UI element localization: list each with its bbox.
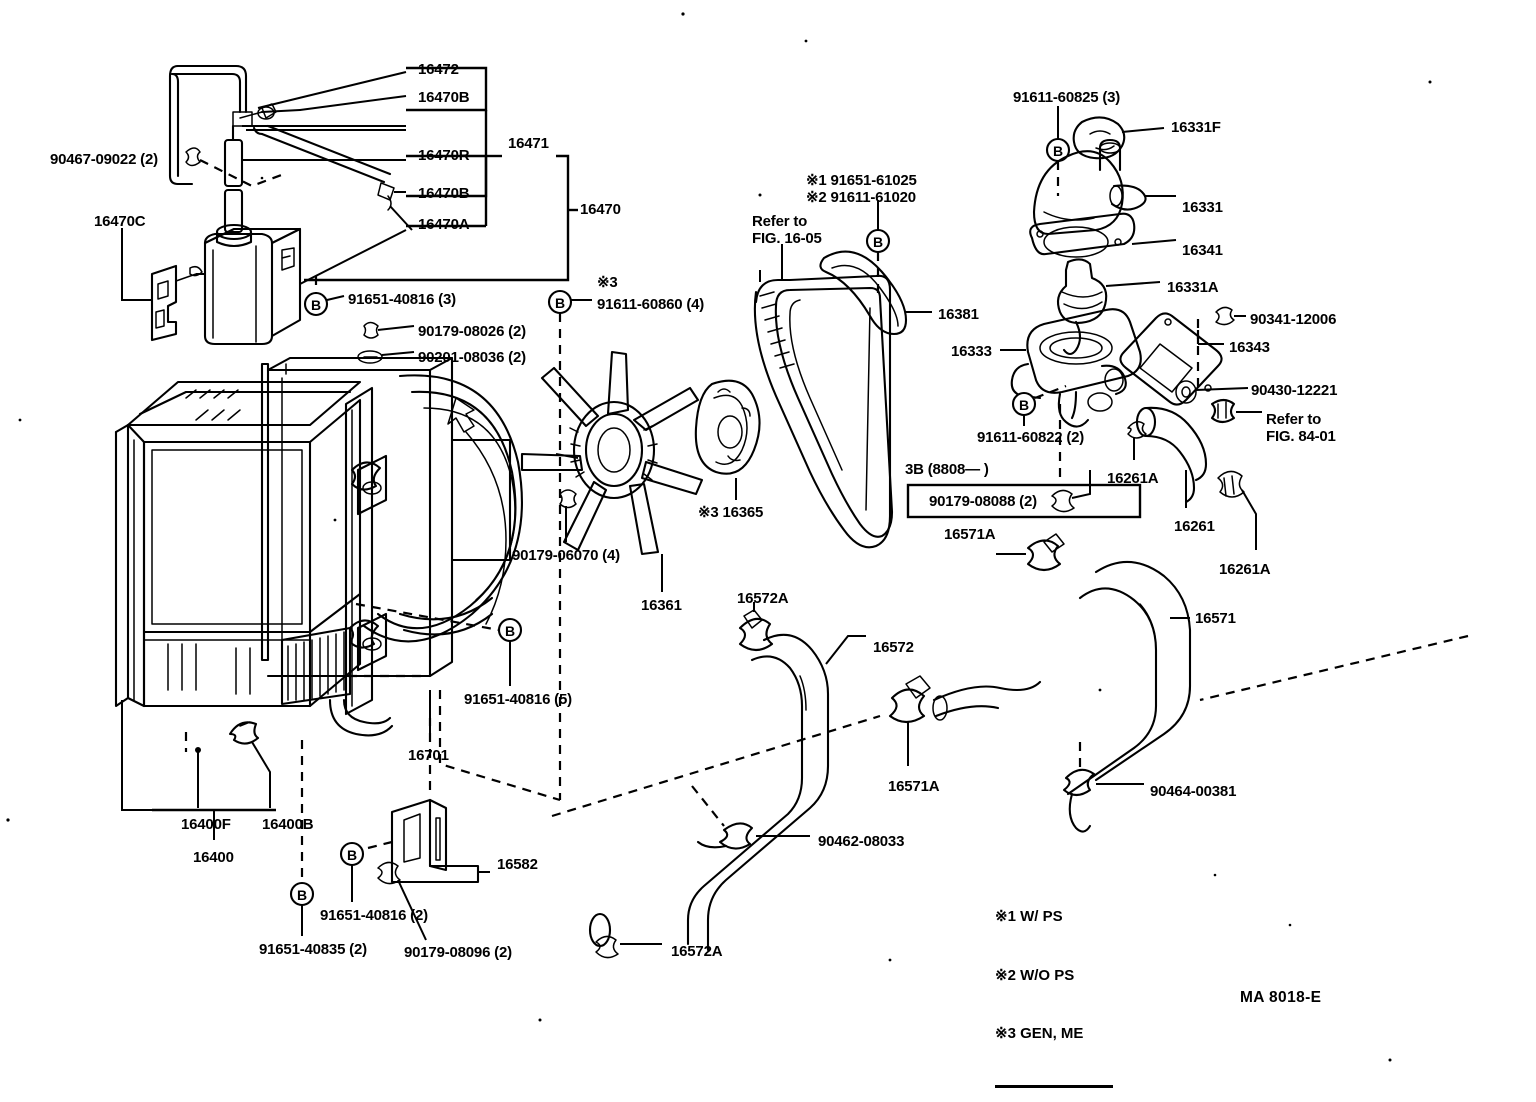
part-label-16572a-lower: 16572A (671, 943, 723, 960)
part-label-16343: 16343 (1229, 339, 1270, 356)
part-label-91651-40835: 91651-40835 (2) (259, 941, 367, 958)
figure-ref-16-05[interactable]: Refer to FIG. 16-05 (752, 213, 822, 247)
note-marker-3-fan: ※3 (597, 274, 618, 291)
svg-text:B: B (1019, 397, 1029, 413)
part-label-16261a-upper: 16261A (1107, 470, 1159, 487)
part-label-90179-08096: 90179-08096 (2) (404, 944, 512, 961)
part-label-16582: 16582 (497, 856, 538, 873)
part-label-16471: 16471 (508, 135, 549, 152)
svg-text:B: B (347, 847, 357, 863)
part-label-16400b: 16400B (262, 816, 314, 833)
part-label-16470b-upper: 16470B (418, 89, 470, 106)
part-label-90179-06070: 90179-06070 (4) (512, 547, 620, 564)
part-label-16470a: 16470A (418, 216, 470, 233)
part-label-91611-60822: 91611-60822 (2) (977, 429, 1085, 446)
part-label-16400f: 16400F (181, 816, 231, 833)
part-label-90462-08033: 90462-08033 (818, 833, 905, 850)
legend-line-3: ※3 GEN, ME (995, 1025, 1084, 1042)
part-label-90341-12006: 90341-12006 (1250, 311, 1337, 328)
part-label-16331a: 16331A (1167, 279, 1219, 296)
part-label-16400: 16400 (193, 849, 234, 866)
legend-line-2: ※2 W/O PS (995, 966, 1075, 984)
part-label-16365: ※3 16365 (698, 504, 764, 521)
part-label-16470c: 16470C (94, 213, 146, 230)
part-label-16470: 16470 (580, 201, 621, 218)
svg-text:B: B (311, 297, 321, 313)
part-label-91611-60825: 91611-60825 (3) (1013, 89, 1121, 106)
part-label-16333: 16333 (951, 343, 992, 360)
part-label-16331f: 16331F (1171, 119, 1221, 136)
part-label-91611-60860: 91611-60860 (4) (597, 296, 705, 313)
svg-text:B: B (1053, 143, 1063, 159)
part-label-16572: 16572 (873, 639, 914, 656)
part-label-16701: 16701 (408, 747, 449, 764)
boxed-note-part: 90179-08088 (2) (929, 493, 1037, 510)
part-label-91651-40816-3: 91651-40816 (3) (348, 291, 456, 308)
svg-text:B: B (505, 623, 515, 639)
legend-underline (995, 1084, 1113, 1088)
part-label-16470r: 16470R (418, 147, 470, 164)
svg-text:B: B (873, 234, 883, 250)
part-label-90179-08026: 90179-08026 (2) (418, 323, 526, 340)
part-label-90201-08036: 90201-08036 (2) (418, 349, 526, 366)
part-label-91651-40816-5: 91651-40816 (5) (464, 691, 572, 708)
part-label-16571a-lower: 16571A (888, 778, 940, 795)
part-label-16381: 16381 (938, 306, 979, 323)
legend-block: ※1 W/ PS ※2 W/O PS ※3 GEN, ME (995, 868, 1113, 1102)
part-label-16572a-upper: 16572A (737, 590, 789, 607)
svg-text:B: B (297, 887, 307, 903)
sheet-code: MA 8018-E (1240, 989, 1322, 1006)
figure-ref-84-01[interactable]: Refer to FIG. 84-01 (1266, 411, 1336, 445)
part-label-16472: 16472 (418, 61, 459, 78)
part-label-16571: 16571 (1195, 610, 1236, 627)
svg-text:B: B (555, 295, 565, 311)
part-label-91651-61025: ※1 91651-61025 (806, 172, 917, 189)
legend-line-1: ※1 W/ PS (995, 908, 1063, 925)
part-label-91651-40816-2: 91651-40816 (2) (320, 907, 428, 924)
part-label-16571a-upper: 16571A (944, 526, 996, 543)
part-label-91611-61020: ※2 91611-61020 (806, 189, 916, 206)
part-label-90430-12221: 90430-12221 (1251, 382, 1338, 399)
part-label-16341: 16341 (1182, 242, 1223, 259)
part-label-90467-09022: 90467-09022 (2) (50, 151, 158, 168)
part-label-16361: 16361 (641, 597, 682, 614)
part-label-16331: 16331 (1182, 199, 1223, 216)
part-label-16470b-lower: 16470B (418, 185, 470, 202)
part-label-90464-00381: 90464-00381 (1150, 783, 1237, 800)
part-label-16261: 16261 (1174, 518, 1215, 535)
part-label-16261a-lower: 16261A (1219, 561, 1271, 578)
boxed-note-header: 3B (8808— ) (905, 461, 989, 478)
